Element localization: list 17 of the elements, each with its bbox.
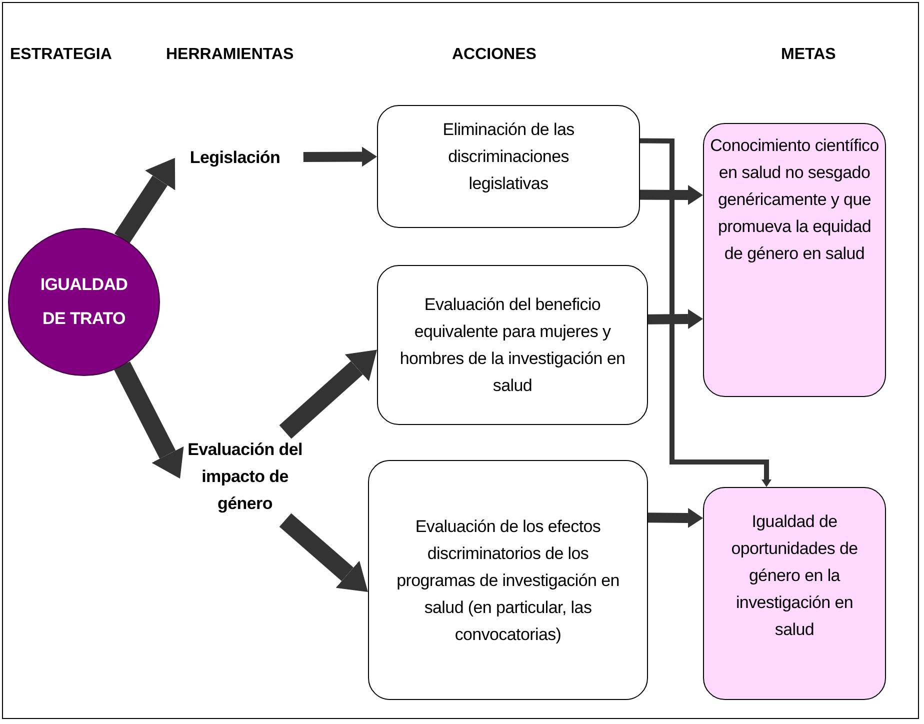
action-box xyxy=(377,265,648,425)
node-text: IGUALDAD DE TRATO xyxy=(39,274,129,330)
column-header: METAS xyxy=(781,46,836,64)
node-text: Evaluación del beneficio equivalente para mujeres y hombres de la investigación en salud xyxy=(398,294,626,397)
node-text: Evaluación de los efectos discriminatorios de los programas de investigación en salud (en particular, las convocatorias) xyxy=(396,516,620,646)
column-header: HERRAMIENTAS xyxy=(166,46,294,64)
action-box xyxy=(377,105,640,228)
column-header: ESTRATEGIA xyxy=(10,46,112,64)
column-header: ACCIONES xyxy=(452,46,536,64)
node-text: Eliminación de las discriminaciones legislativas xyxy=(442,119,576,195)
action-box xyxy=(368,460,648,700)
node-text: Conocimiento científico en salud no sesgado genéricamente y que promueva la equidad de género en salud xyxy=(710,135,879,265)
node-text: Legislación xyxy=(190,146,280,169)
node-text: Igualdad de oportunidades de género en la investigación en salud xyxy=(730,511,859,641)
node-text: Evaluación del impacto de género xyxy=(186,438,304,515)
goal-box xyxy=(703,123,886,397)
goal-box xyxy=(703,487,886,700)
